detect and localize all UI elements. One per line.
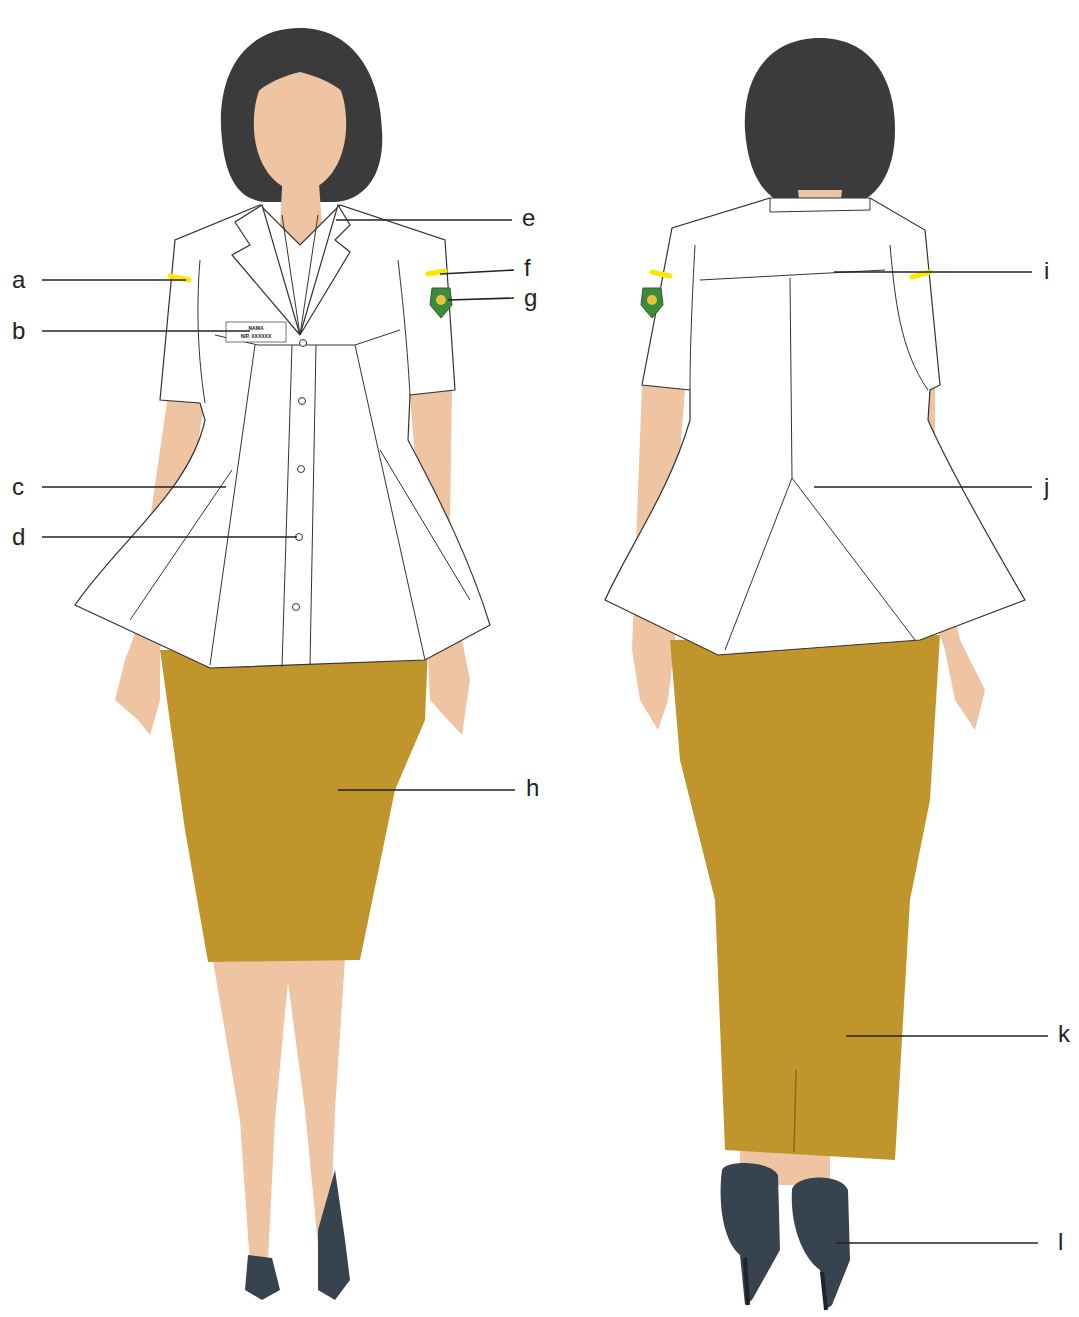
callout-letter: k <box>1058 1022 1070 1046</box>
leader-lines <box>42 220 1048 1243</box>
callout-letter: g <box>524 286 537 310</box>
callout-letter: h <box>526 776 539 800</box>
front-figure <box>75 28 490 1300</box>
callout-letter: b <box>12 319 25 343</box>
callout-letter: i <box>1044 259 1049 283</box>
callout-letter: a <box>12 268 25 292</box>
back-figure <box>605 38 1025 1310</box>
callout-letter: f <box>524 256 531 280</box>
callout-letter: j <box>1044 475 1049 499</box>
callout-letter: c <box>12 475 24 499</box>
callout-letter: e <box>522 206 535 230</box>
callout-letter: d <box>12 525 25 549</box>
callout-letter: l <box>1058 1230 1063 1254</box>
name-tag-text: NIP. XXXXXX <box>241 334 271 339</box>
name-tag-text: NAMA <box>249 326 264 331</box>
